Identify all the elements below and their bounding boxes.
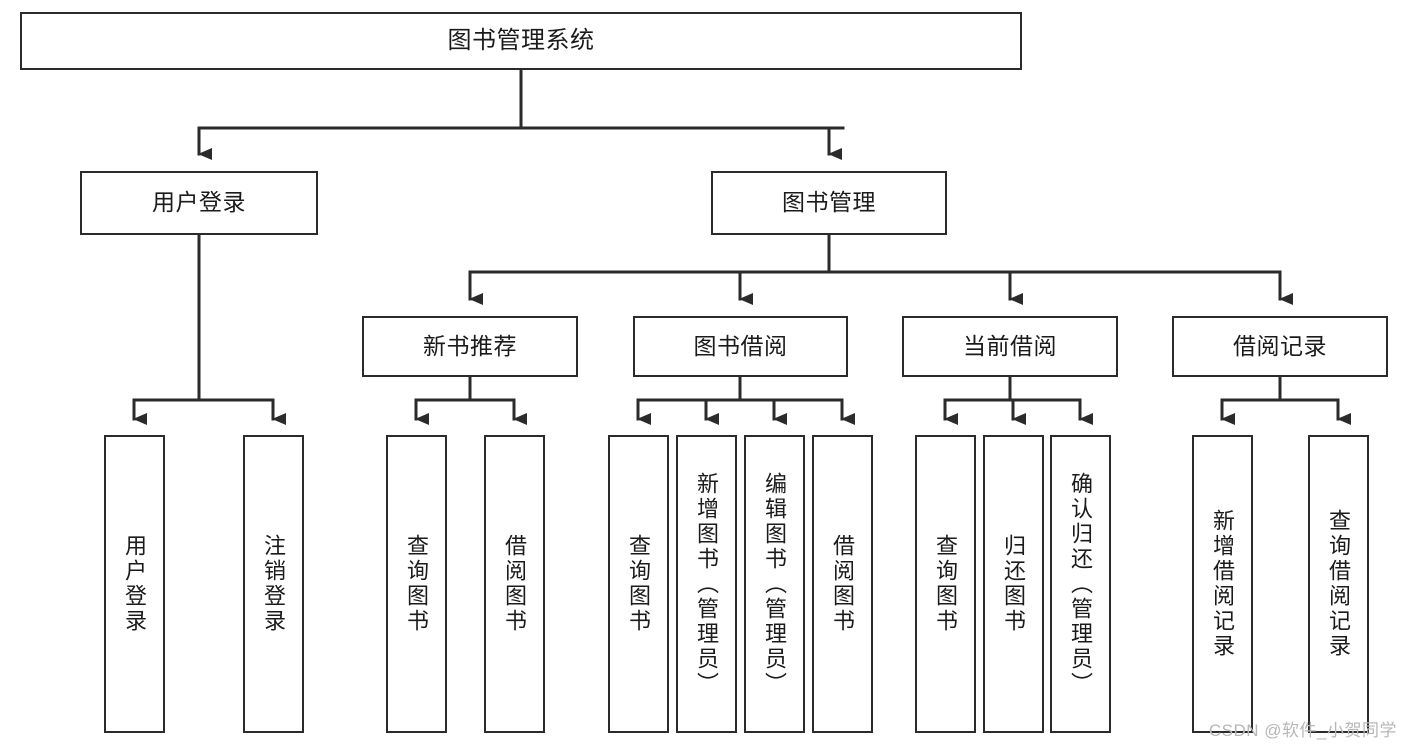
node-label: 确认归还（管理员）: [1068, 471, 1094, 697]
node-new-book-recommendation[interactable]: 新书推荐: [362, 316, 578, 377]
node-label: 查询图书: [933, 534, 959, 634]
node-label: 借阅图书: [502, 534, 528, 634]
leaf-new-book-borrow-book[interactable]: 借阅图书: [484, 435, 545, 733]
node-label: 编辑图书（管理员）: [762, 471, 788, 697]
node-label: 图书管理系统: [447, 26, 595, 54]
leaf-user-login-login[interactable]: 用户登录: [104, 435, 165, 733]
node-label: 用户登录: [152, 189, 246, 216]
leaf-user-login-logout[interactable]: 注销登录: [243, 435, 304, 733]
node-label: 查询借阅记录: [1326, 509, 1352, 659]
node-label: 查询图书: [404, 534, 430, 634]
leaf-book-borrow-query-book[interactable]: 查询图书: [608, 435, 669, 733]
node-label: 借阅图书: [830, 534, 856, 634]
node-label: 新增借阅记录: [1210, 509, 1236, 659]
node-root-book-management-system[interactable]: 图书管理系统: [20, 12, 1022, 70]
node-borrowing-record[interactable]: 借阅记录: [1172, 316, 1388, 377]
node-label: 用户登录: [122, 534, 148, 634]
node-label: 新书推荐: [423, 332, 517, 359]
node-label: 新增图书（管理员）: [694, 471, 720, 697]
leaf-book-borrow-edit-book-admin[interactable]: 编辑图书（管理员）: [744, 435, 805, 733]
node-book-management[interactable]: 图书管理: [711, 171, 947, 235]
node-label: 查询图书: [626, 534, 652, 634]
leaf-current-borrow-confirm-return-admin[interactable]: 确认归还（管理员）: [1050, 435, 1111, 733]
leaf-book-borrow-borrow-book[interactable]: 借阅图书: [812, 435, 873, 733]
node-label: 图书借阅: [693, 332, 788, 359]
leaf-new-book-query-book[interactable]: 查询图书: [386, 435, 447, 733]
leaf-current-borrow-return-book[interactable]: 归还图书: [983, 435, 1044, 733]
node-book-borrowing[interactable]: 图书借阅: [633, 316, 848, 377]
node-label: 注销登录: [261, 534, 287, 634]
node-label: 图书管理: [782, 189, 876, 216]
node-label: 归还图书: [1001, 534, 1027, 634]
node-label: 借阅记录: [1233, 332, 1327, 359]
node-user-login[interactable]: 用户登录: [80, 171, 318, 235]
leaf-current-borrow-query-book[interactable]: 查询图书: [915, 435, 976, 733]
node-current-borrowing[interactable]: 当前借阅: [902, 316, 1118, 377]
leaf-borrow-record-add-record[interactable]: 新增借阅记录: [1192, 435, 1253, 733]
node-label: 当前借阅: [963, 332, 1057, 359]
watermark-text: CSDN @软件_小贺同学: [1208, 721, 1397, 740]
leaf-borrow-record-query-record[interactable]: 查询借阅记录: [1308, 435, 1369, 733]
leaf-book-borrow-add-book-admin[interactable]: 新增图书（管理员）: [676, 435, 737, 733]
